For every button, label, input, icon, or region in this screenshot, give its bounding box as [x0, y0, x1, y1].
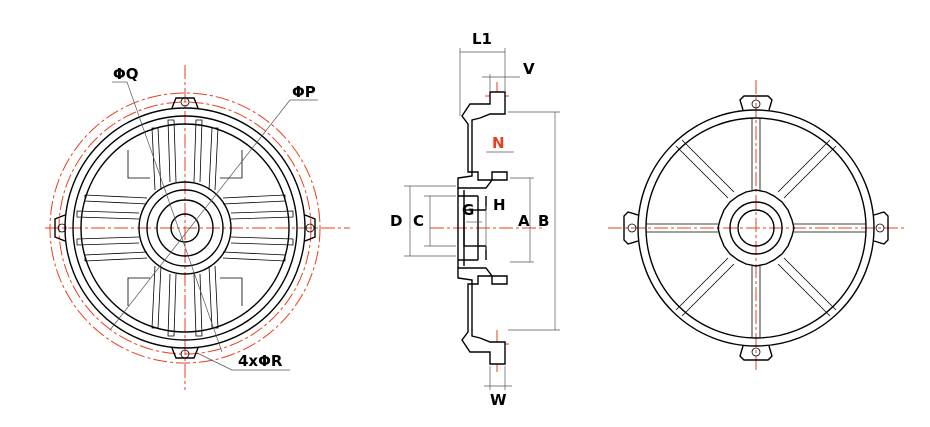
section-dimensions [404, 48, 560, 390]
phi-q-leader [126, 81, 223, 353]
section-profile-top [457, 91, 508, 189]
back-view [608, 80, 906, 372]
front-mount-ears [54, 97, 316, 359]
label-l1: L1 [472, 30, 492, 48]
label-g: G [462, 201, 474, 219]
back-outer-ring [637, 109, 875, 347]
front-hub-ring [146, 189, 224, 267]
label-4x-phi-r: 4xΦR [238, 352, 283, 370]
label-phi-q: ΦQ [113, 65, 139, 83]
front-ring-3 [80, 123, 290, 333]
front-outer-ring [64, 107, 306, 349]
label-n: N [492, 134, 505, 152]
front-bolt-circle [58, 101, 312, 355]
back-mount-ears [623, 95, 889, 361]
front-hub-outer [138, 181, 232, 275]
back-hub-ring [729, 201, 783, 255]
label-phi-p: ΦP [292, 83, 316, 101]
label-c: C [413, 212, 424, 230]
section-bore [463, 209, 479, 247]
r-leader [194, 351, 233, 371]
front-ring-2 [72, 115, 298, 341]
back-spokes [646, 118, 866, 338]
phi-p-leader [109, 99, 291, 331]
label-d: D [390, 212, 402, 230]
label-b: B [538, 212, 549, 230]
front-hub-inner [156, 199, 214, 257]
back-bore [737, 209, 775, 247]
section-hub-step [478, 196, 487, 260]
front-view: ΦQ ΦP 4xΦR [45, 65, 350, 390]
front-bore [170, 213, 200, 243]
back-inner-ring [645, 117, 867, 339]
section-view: L1 V N D C G H A B W [390, 30, 560, 409]
label-v: V [523, 60, 535, 78]
back-hub-outer [717, 189, 795, 267]
front-fins [76, 119, 294, 337]
label-a: A [518, 212, 530, 230]
label-h: H [493, 196, 506, 214]
section-profile-bottom [457, 267, 508, 365]
front-outer-dash-circle [49, 92, 321, 364]
label-w: W [490, 391, 507, 409]
